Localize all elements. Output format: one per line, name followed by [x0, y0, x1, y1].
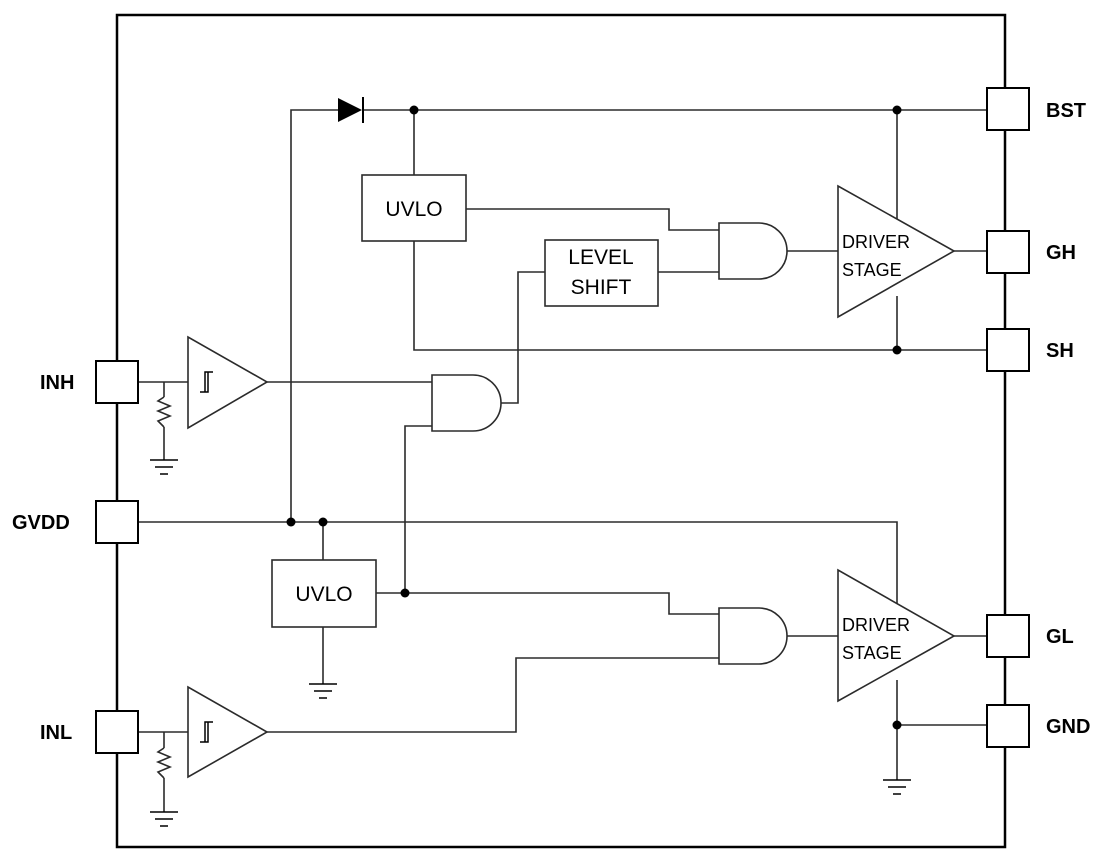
junction-dot: [892, 720, 902, 730]
pin-label-sh: SH: [1046, 340, 1074, 362]
pin-label-gvdd: GVDD: [12, 512, 70, 534]
junction-dot: [318, 517, 328, 527]
pin-label-gnd: GND: [1046, 716, 1090, 738]
level-shift-label-line2: SHIFT: [571, 276, 632, 299]
driver-high-label-line1: DRIVER: [842, 232, 910, 252]
wire-uvlo-to-sh: [413, 241, 987, 351]
wire-uvlo-low-to-logic-and: [404, 425, 432, 593]
driver-stage-high: [837, 184, 956, 319]
wire-gvdd-rail: [138, 521, 898, 618]
driver-low-label-line2: STAGE: [842, 643, 902, 663]
pin-inh: [95, 360, 139, 404]
pin-label-bst: BST: [1046, 100, 1086, 122]
schmitt-buffer-inh: [187, 335, 269, 430]
uvlo-low-label: UVLO: [295, 583, 352, 606]
pin-label-gl: GL: [1046, 626, 1074, 648]
wires: [138, 109, 987, 812]
and-gate-inh: [431, 374, 502, 432]
driver-low-label-line1: DRIVER: [842, 615, 910, 635]
wire-gvdd-to-diode: [290, 109, 338, 522]
bootstrap-diode: [338, 97, 364, 123]
diode-triangle: [338, 98, 362, 122]
pin-gnd: [986, 704, 1030, 748]
buffer-triangle: [187, 335, 269, 430]
ground-icon: [150, 459, 178, 475]
and-gate-high: [718, 222, 788, 280]
pin-gh: [986, 230, 1030, 274]
schmitt-symbol-icon: [200, 721, 213, 743]
wire-uvlo-high-to-and: [466, 208, 719, 231]
uvlo-low-box: [271, 559, 377, 628]
pin-label-inl: INL: [40, 722, 72, 744]
junction-dot: [892, 345, 902, 355]
pulldown-resistor-inh-icon: [155, 396, 173, 428]
pin-label-gh: GH: [1046, 242, 1076, 264]
driver-high-label-line2: STAGE: [842, 260, 902, 280]
pin-sh: [986, 328, 1030, 372]
wire-uvlo-low-to-and: [376, 592, 719, 615]
pin-bst: [986, 87, 1030, 131]
schmitt-symbol-icon: [200, 371, 213, 393]
ground-icon: [883, 779, 911, 795]
junctions: [286, 105, 902, 730]
uvlo-high-label: UVLO: [385, 198, 442, 221]
junction-dot: [409, 105, 419, 115]
and-gate-low: [718, 607, 788, 665]
schmitt-buffer-inl: [187, 685, 269, 779]
pin-inl: [95, 710, 139, 754]
buffer-triangle: [187, 685, 269, 779]
ground-icon: [309, 683, 337, 699]
level-shift-label-line1: LEVEL: [568, 246, 633, 269]
wire-inl-buffer-to-and: [267, 657, 719, 733]
ic-outline: [115, 13, 1007, 849]
junction-dot: [286, 517, 296, 527]
pin-label-inh: INH: [40, 372, 74, 394]
pin-gvdd: [95, 500, 139, 544]
pulldown-resistor-inl-icon: [155, 747, 173, 779]
level-shift-box: [544, 239, 659, 307]
junction-dot: [400, 588, 410, 598]
ground-icon: [150, 811, 178, 827]
uvlo-high-box: [361, 174, 467, 242]
junction-dot: [892, 105, 902, 115]
wire-and-to-level-shift: [501, 271, 545, 404]
pin-gl: [986, 614, 1030, 658]
driver-stage-low: [837, 568, 956, 703]
